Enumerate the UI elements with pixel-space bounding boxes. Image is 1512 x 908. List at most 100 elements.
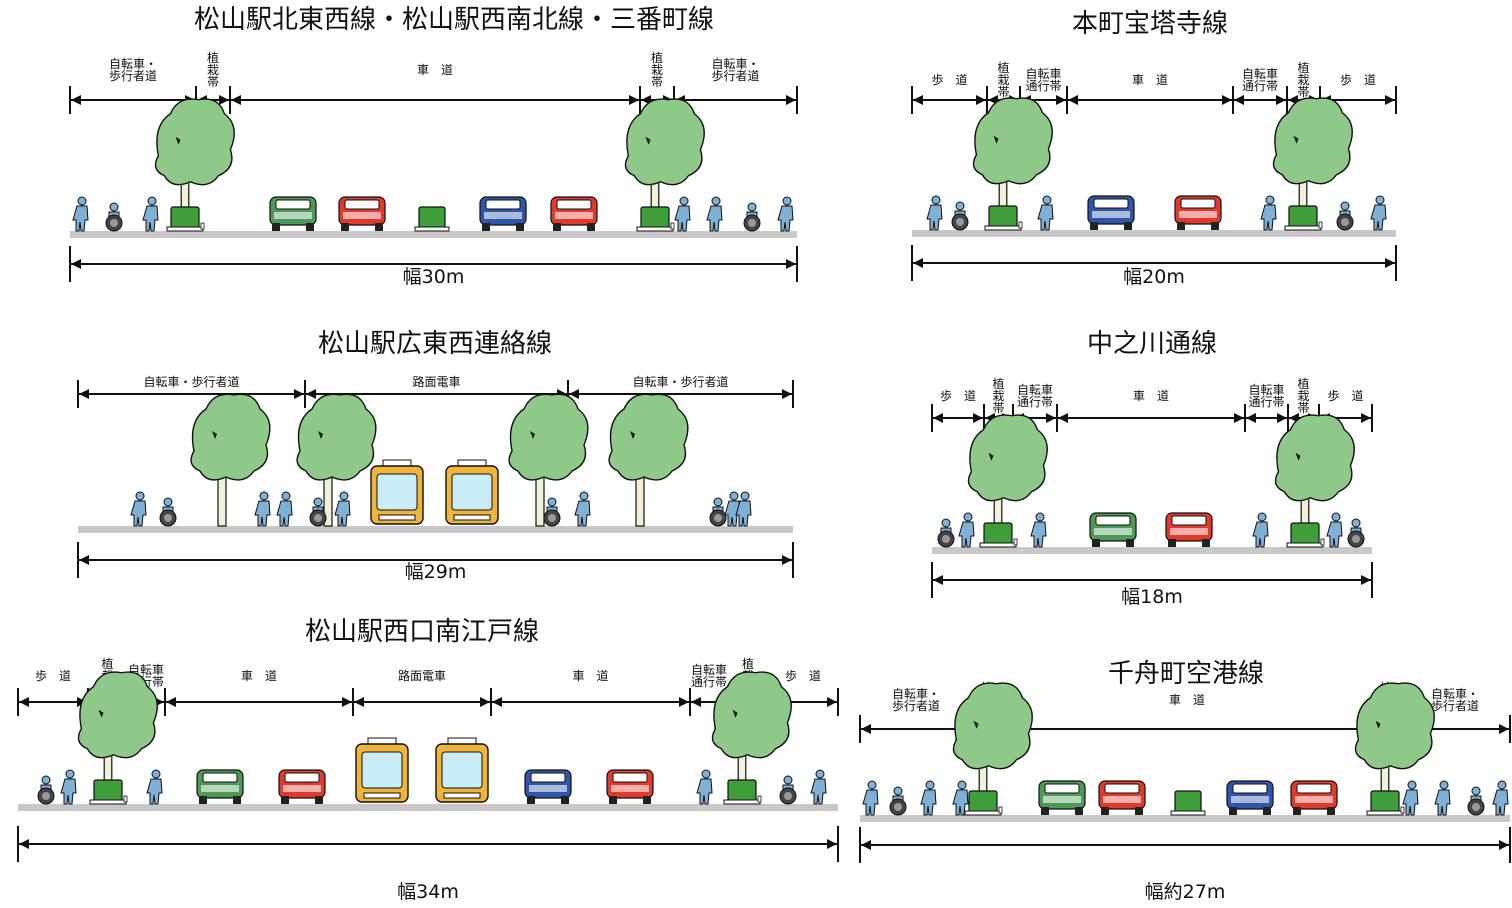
segment-label: 植	[1297, 376, 1309, 391]
pedestrian-icon	[952, 780, 969, 816]
wheelchair-icon	[779, 775, 797, 805]
tree-icon	[77, 671, 158, 801]
car-icon	[550, 196, 598, 231]
tree-icon	[1274, 414, 1355, 544]
road-surface	[70, 231, 797, 238]
pedestrian-icon	[130, 491, 147, 527]
segment-dimension	[354, 697, 490, 707]
arrow-right-icon	[827, 839, 837, 849]
arrow-left-icon	[354, 697, 364, 707]
pedestrian-icon	[920, 780, 937, 816]
car-icon	[1226, 780, 1274, 815]
segment-dimension	[492, 697, 689, 707]
segment-label: 自転車・歩行者道	[632, 374, 728, 389]
arrow-right-icon	[1361, 413, 1371, 423]
tree-icon	[608, 393, 689, 527]
wheelchair-icon	[1467, 786, 1485, 816]
tree-icon	[508, 393, 589, 527]
segment-label: 歩 道	[940, 388, 976, 403]
tree-icon	[711, 671, 792, 801]
segment-dimension	[933, 413, 983, 423]
pedestrian-icon	[724, 491, 741, 527]
arrow-left-icon	[306, 389, 316, 399]
total-width-dimension	[71, 259, 796, 269]
segment-dimension	[1246, 413, 1287, 423]
pedestrian-icon	[1370, 195, 1387, 231]
arrow-right-icon	[1385, 95, 1395, 105]
arrow-right-icon	[782, 555, 792, 565]
tree-icon	[190, 393, 271, 527]
wheelchair-icon	[37, 775, 55, 805]
pedestrian-icon	[777, 196, 794, 232]
segment-label: 自転車・	[1431, 687, 1479, 701]
planter-icon	[636, 206, 674, 232]
arrow-right-icon	[219, 95, 229, 105]
planter-icon	[1170, 790, 1206, 816]
panel-title: 本町宝塔寺線	[1072, 9, 1228, 39]
wheelchair-icon	[1347, 518, 1365, 548]
panel-p3: 松山駅広東西連絡線自転車・歩行者道路面電車自転車・歩行者道幅29m	[77, 329, 794, 583]
segment-label: 自転車	[1017, 383, 1053, 397]
segment-label: 歩 道	[35, 668, 71, 683]
width-label: 幅29m	[405, 561, 467, 583]
segment-label: 植	[651, 50, 663, 65]
segment-label: 歩行者道	[892, 698, 940, 713]
car-icon	[278, 769, 326, 804]
wheelchair-icon	[105, 202, 123, 232]
tram-icon	[355, 737, 409, 803]
planter-icon	[414, 206, 450, 232]
pedestrian-icon	[862, 780, 879, 816]
segment-label: 車 道	[417, 63, 453, 77]
segment-label: 路面電車	[412, 374, 460, 389]
segment-dimension	[1068, 95, 1232, 105]
pedestrian-icon	[810, 769, 827, 805]
segment-label: 車 道	[1133, 389, 1169, 403]
arrow-left-icon	[913, 258, 923, 268]
arrow-right-icon	[342, 697, 352, 707]
car-icon	[1165, 512, 1213, 547]
width-label: 幅34m	[397, 881, 459, 903]
segment-label: 歩 道	[1327, 388, 1363, 403]
segment-label: 栽	[997, 73, 1009, 87]
arrow-right-icon	[1499, 840, 1509, 850]
segment-label: 自転車	[1242, 67, 1278, 81]
tree-icon	[624, 98, 705, 228]
width-label: 幅30m	[403, 266, 465, 288]
car-icon	[1174, 195, 1222, 230]
arrow-right-icon	[294, 389, 304, 399]
arrow-left-icon	[1068, 95, 1078, 105]
wheelchair-icon	[1336, 201, 1354, 231]
arrow-right-icon	[973, 413, 983, 423]
planter-icon	[89, 779, 127, 805]
arrow-right-icon	[1385, 258, 1395, 268]
segment-label: 帯	[651, 75, 663, 89]
pedestrian-icon	[1030, 512, 1047, 548]
segment-dimension	[913, 95, 986, 105]
pedestrian-icon	[254, 491, 271, 527]
panel-p2: 本町宝塔寺線歩 道植栽帯自転車通行帯車 道自転車通行帯植栽帯歩 道幅20m	[911, 9, 1397, 288]
arrow-left-icon	[71, 95, 81, 105]
pedestrian-icon	[72, 196, 89, 232]
segment-label: 通行帯	[1248, 395, 1284, 409]
tram-icon	[370, 459, 424, 525]
pedestrian-icon	[1037, 195, 1054, 231]
segment-label: 栽	[207, 63, 219, 77]
segment-dimension	[1234, 95, 1286, 105]
segment-dimension	[79, 389, 304, 399]
segment-label: 帯	[207, 75, 219, 89]
wheelchair-icon	[951, 201, 969, 231]
segment-label: 植	[742, 656, 754, 671]
segment-label: 車 道	[572, 669, 608, 683]
panel-title: 松山駅西口南江戸線	[305, 617, 539, 647]
arrow-right-icon	[1277, 413, 1287, 423]
segment-dimension	[19, 697, 87, 707]
pedestrian-icon	[735, 491, 752, 527]
segment-label: 通行帯	[1242, 79, 1278, 93]
arrow-right-icon	[1499, 724, 1509, 734]
planter-icon	[166, 206, 204, 232]
arrow-left-icon	[166, 697, 176, 707]
tree-icon	[1354, 682, 1435, 812]
